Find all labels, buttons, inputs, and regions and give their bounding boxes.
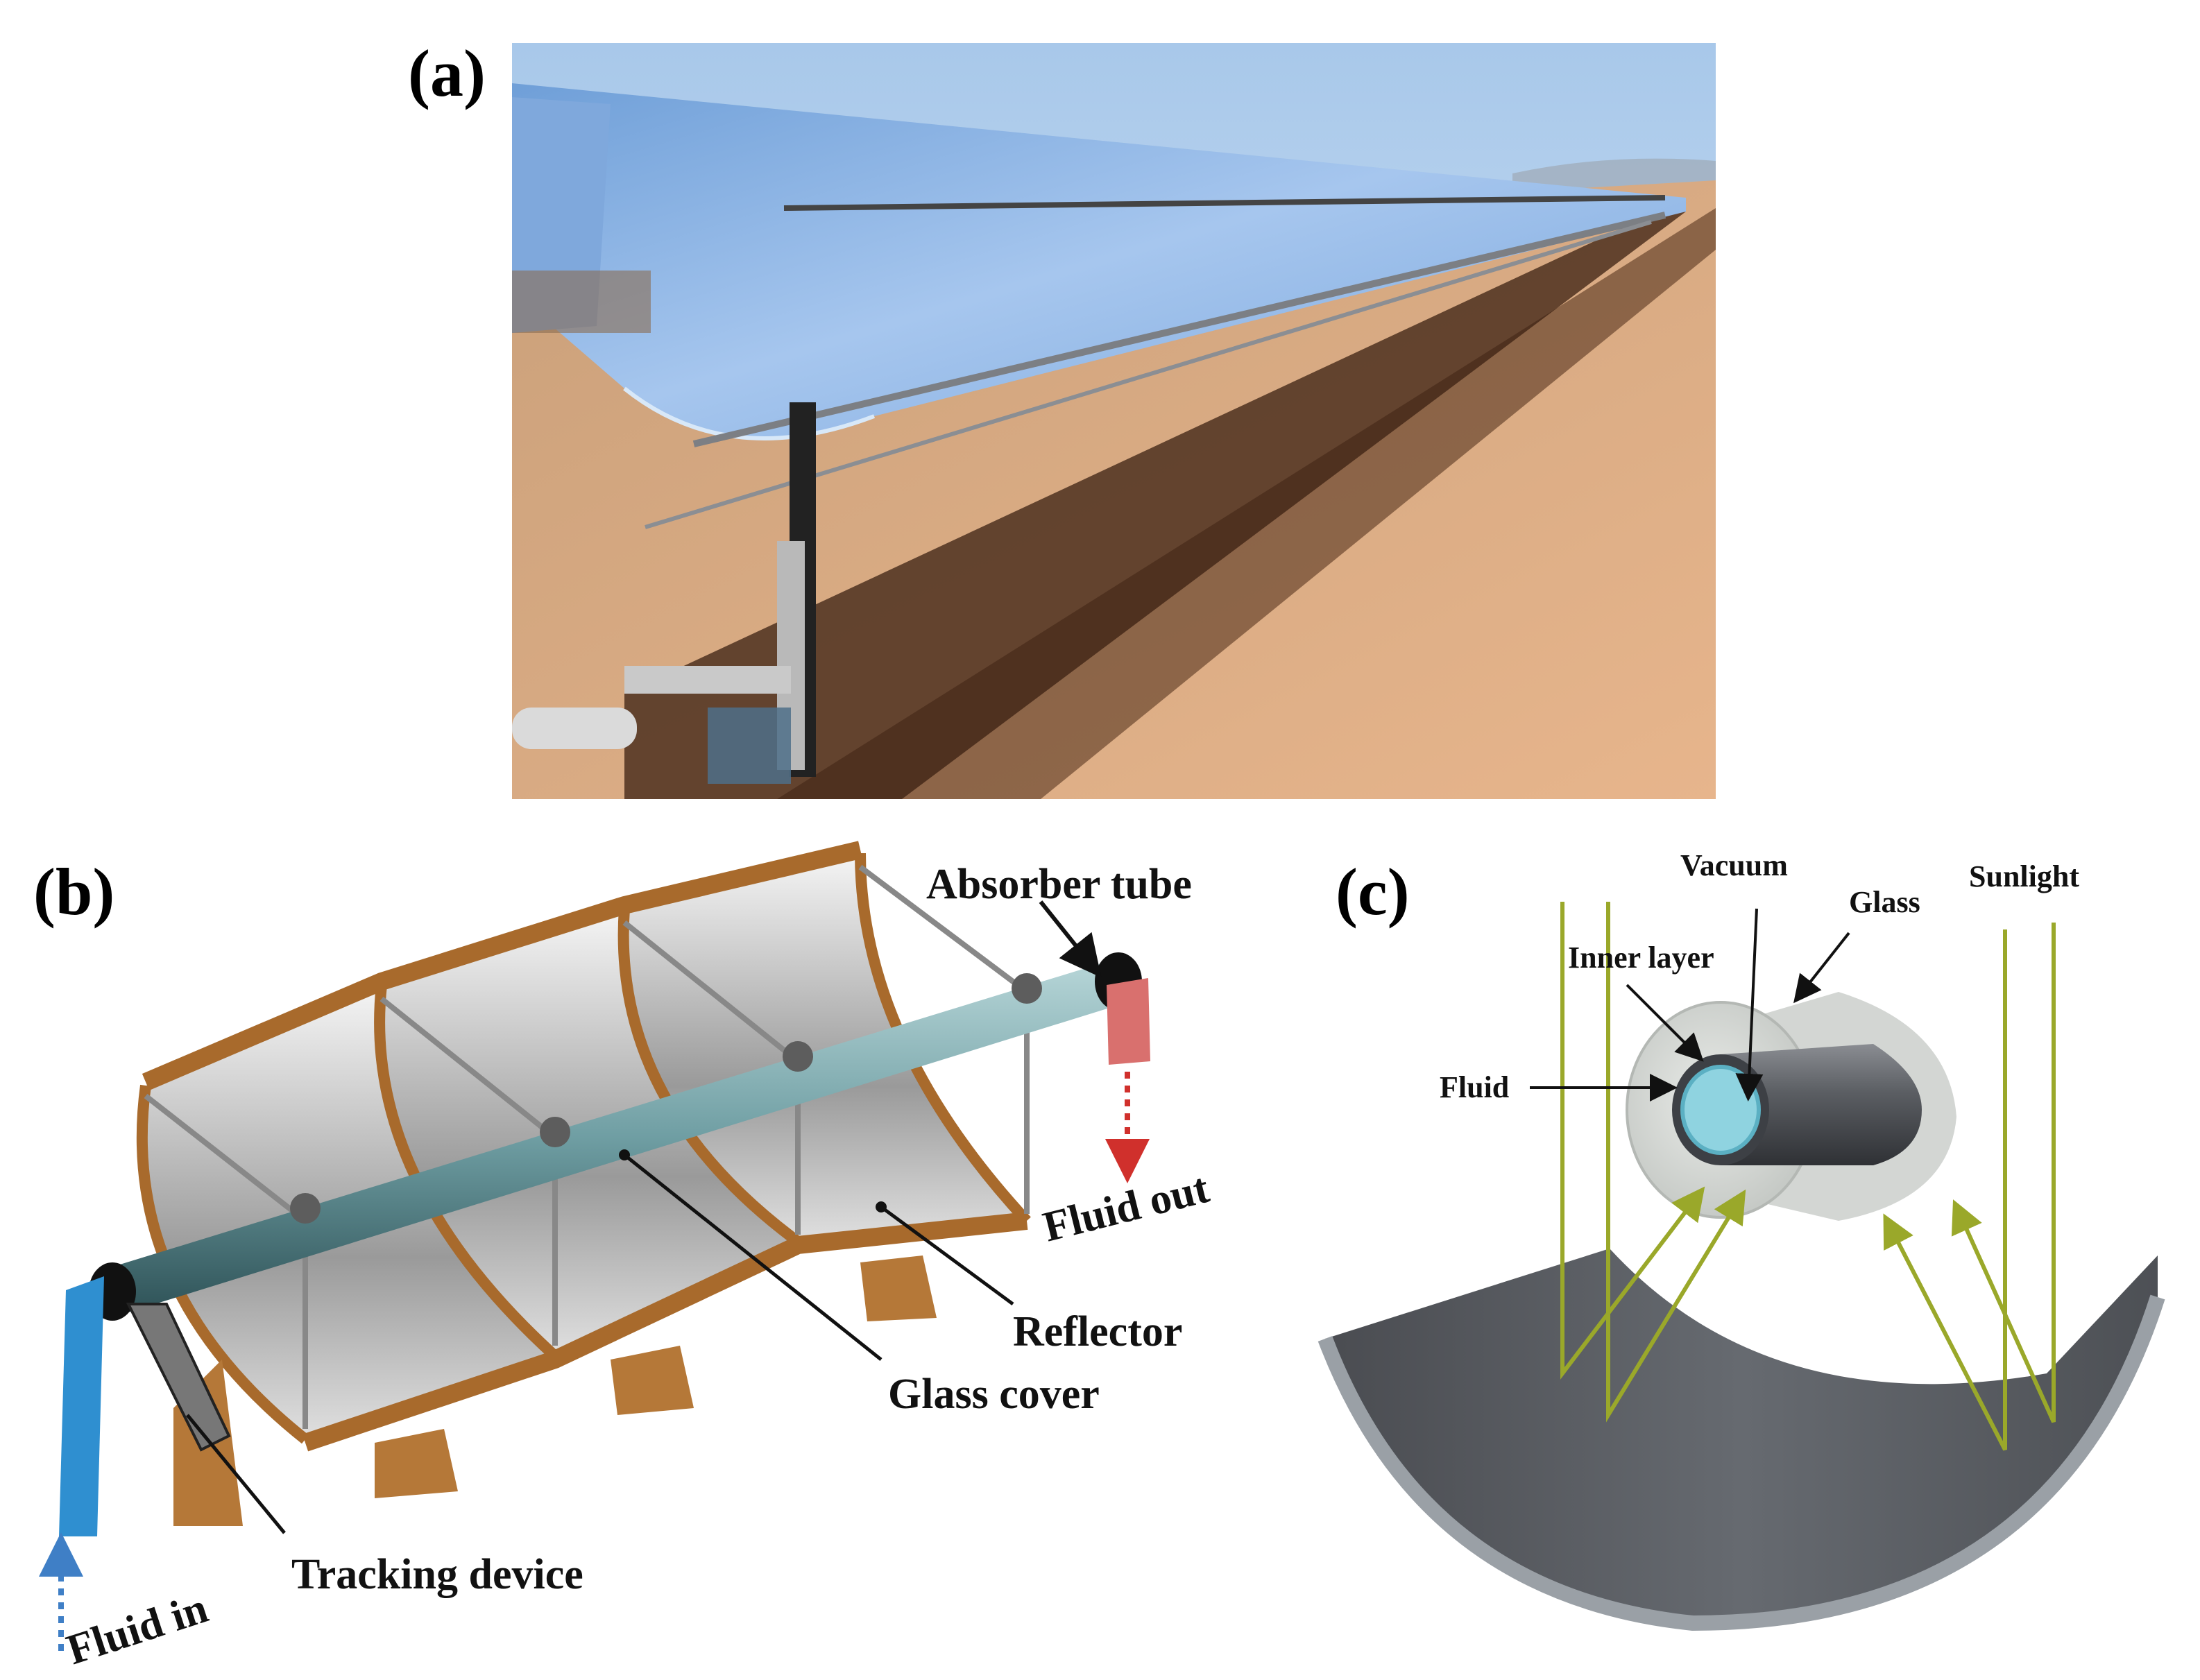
sun-ray-2 (1606, 902, 1746, 1423)
fluid-core (1680, 1065, 1761, 1155)
absorber-tube (104, 961, 1127, 1314)
panel-c-label: (c) (1336, 855, 1410, 929)
sun-ray-4 (1951, 923, 2056, 1423)
panel-a-label: (a) (408, 36, 486, 110)
sunlight-label: Sunlight (1969, 859, 2079, 893)
sun-ray-1 (1560, 902, 1705, 1380)
fluid-out-label: Fluid out (1039, 1165, 1213, 1251)
glass-label: Glass (1849, 885, 1920, 919)
fluid-in-label: Fluid in (61, 1584, 213, 1674)
absorber-tube-label: Absorber tube (926, 861, 1192, 908)
panel-b-label: (b) (33, 855, 114, 929)
fluid-label: Fluid (1440, 1070, 1509, 1104)
reflector-module-3 (623, 853, 1027, 1242)
parabolic-trough (1325, 1249, 2158, 1623)
panel-a-photo (512, 43, 1716, 799)
panel-b-diagram: Absorber tube Fluid out Reflector Glass … (39, 841, 1213, 1674)
inner-layer-label: Inner layer (1568, 941, 1714, 975)
sun-ray-3 (1883, 929, 2007, 1451)
vacuum-label: Vacuum (1680, 848, 1788, 882)
tracking-device-label: Tracking device (291, 1551, 583, 1598)
reflector-label: Reflector (1013, 1308, 1182, 1355)
glass-cover-label: Glass cover (888, 1371, 1100, 1418)
panel-c-diagram: Vacuum Glass Sunlight Inner layer Fluid (1318, 848, 2165, 1631)
outlet-pipe (1107, 978, 1150, 1065)
inlet-pipe (59, 1276, 104, 1536)
